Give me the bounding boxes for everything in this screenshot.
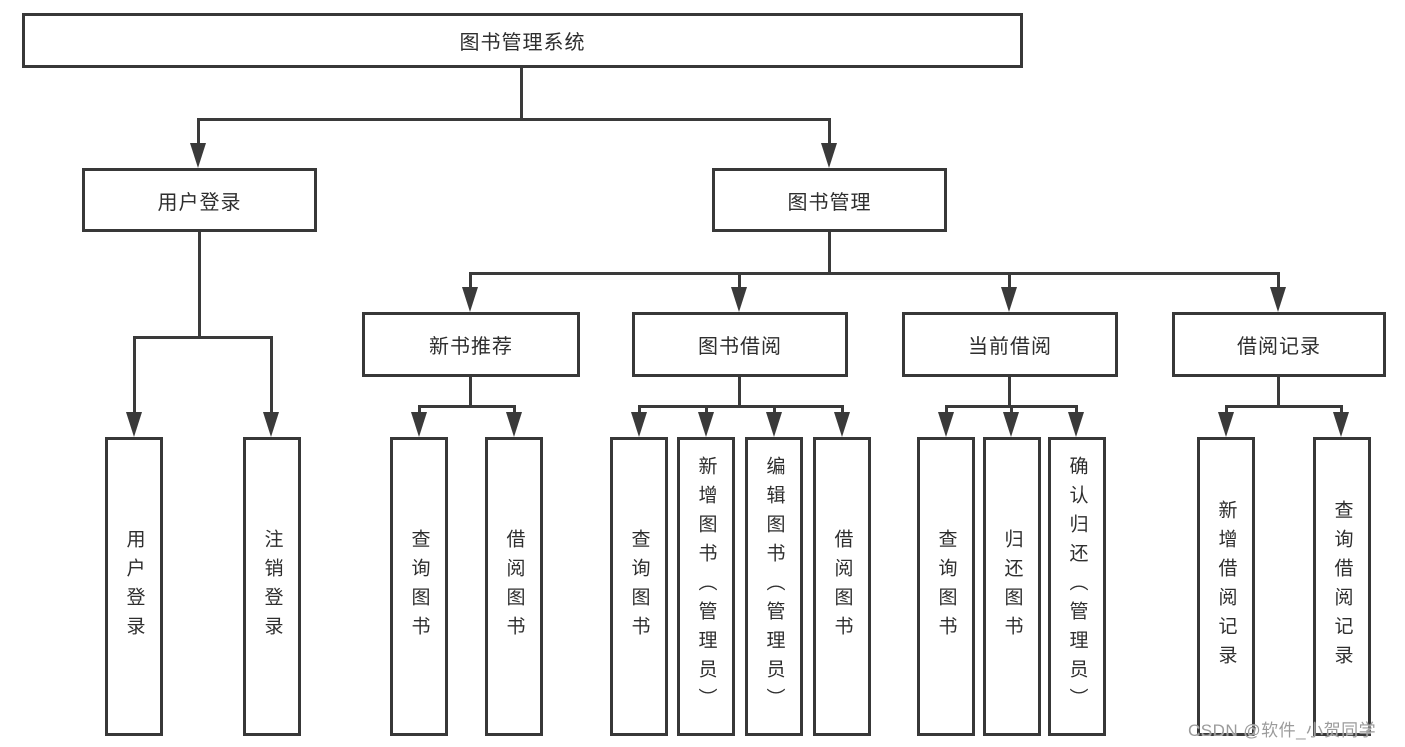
leaf-user-login: 用户登录 [105,437,163,736]
csdn-watermark: CSDN @软件_小贺同学 [1188,721,1377,740]
edge-line [418,405,421,417]
edge-line [133,336,136,416]
edge-line [1225,405,1342,408]
edge-line [841,405,844,417]
arrowhead-down-icon [126,412,142,437]
edge-line [828,118,831,150]
edge-line [945,405,948,417]
edge-line [520,68,523,118]
leaf-add-borrow-record: 新增借阅记录 [1197,437,1255,736]
edge-line [1340,405,1343,417]
edge-line [1277,272,1280,290]
node-label: 图书借阅 [698,336,782,358]
node-label: 新书推荐 [429,336,513,358]
edge-line [1008,272,1011,290]
leaf-add-books-admin: 新增图书（管理员） [677,437,735,736]
leaf-borrow-books: 借阅图书 [813,437,871,736]
edge-line [469,272,472,290]
edge-line [828,232,831,272]
edge-line [513,405,516,417]
leaf-label: 查询图书 [935,528,957,645]
leaf-query-borrow-record: 查询借阅记录 [1313,437,1371,736]
leaf-borrow-books: 借阅图书 [485,437,543,736]
edge-line [133,336,273,339]
edge-line [705,405,708,417]
arrowhead-down-icon [1218,412,1234,437]
edge-line [1008,377,1011,408]
arrowhead-down-icon [731,287,747,312]
leaf-edit-books-admin: 编辑图书（管理员） [745,437,803,736]
arrowhead-down-icon [190,143,206,168]
leaf-label: 确认归还（管理员） [1066,456,1088,717]
leaf-confirm-return-admin: 确认归还（管理员） [1048,437,1106,736]
arrowhead-down-icon [821,143,837,168]
edge-line [1225,405,1228,417]
arrowhead-down-icon [698,412,714,437]
edge-line [197,118,831,121]
leaf-label: 查询借阅记录 [1331,499,1353,674]
node-label: 借阅记录 [1237,336,1321,358]
leaf-label: 借阅图书 [831,528,853,645]
leaf-label: 新增借阅记录 [1215,499,1237,674]
edge-line [1075,405,1078,417]
edge-line [469,377,472,408]
edge-line [197,118,200,150]
edge-line [1010,405,1013,417]
node-label: 图书管理系统 [459,32,586,54]
leaf-query-books: 查询图书 [610,437,668,736]
arrowhead-down-icon [1068,412,1084,437]
leaf-label: 借阅图书 [503,528,525,645]
arrowhead-down-icon [766,412,782,437]
node-borrowing-records: 借阅记录 [1172,312,1386,377]
node-new-book-recommendation: 新书推荐 [362,312,580,377]
arrowhead-down-icon [1003,412,1019,437]
arrowhead-down-icon [462,287,478,312]
node-current-borrowing: 当前借阅 [902,312,1118,377]
arrowhead-down-icon [411,412,427,437]
leaf-label: 编辑图书（管理员） [763,456,785,717]
edge-line [198,232,201,336]
edge-line [738,272,741,290]
node-book-management: 图书管理 [712,168,947,232]
leaf-logout: 注销登录 [243,437,301,736]
leaf-label: 查询图书 [628,528,650,645]
arrowhead-down-icon [631,412,647,437]
arrowhead-down-icon [1270,287,1286,312]
edge-line [270,336,273,416]
arrowhead-down-icon [834,412,850,437]
leaf-label: 归还图书 [1001,528,1023,645]
edge-line [469,272,1280,275]
edge-line [418,405,516,408]
leaf-query-books: 查询图书 [390,437,448,736]
edge-line [1277,377,1280,408]
arrowhead-down-icon [263,412,279,437]
edge-line [638,405,843,408]
arrowhead-down-icon [1333,412,1349,437]
node-label: 图书管理 [787,191,872,214]
edge-line [773,405,776,417]
node-book-borrowing: 图书借阅 [632,312,848,377]
leaf-return-books: 归还图书 [983,437,1041,736]
leaf-label: 新增图书（管理员） [695,456,717,717]
node-user-login: 用户登录 [82,168,317,232]
node-label: 用户登录 [157,191,242,214]
leaf-label: 查询图书 [408,528,430,645]
edge-line [738,377,741,408]
node-label: 当前借阅 [968,336,1052,358]
leaf-label: 注销登录 [261,528,283,645]
edge-line [638,405,641,417]
leaf-label: 用户登录 [123,528,145,645]
leaf-query-books: 查询图书 [917,437,975,736]
arrowhead-down-icon [938,412,954,437]
arrowhead-down-icon [1001,287,1017,312]
arrowhead-down-icon [506,412,522,437]
node-root-library-system: 图书管理系统 [22,13,1023,68]
